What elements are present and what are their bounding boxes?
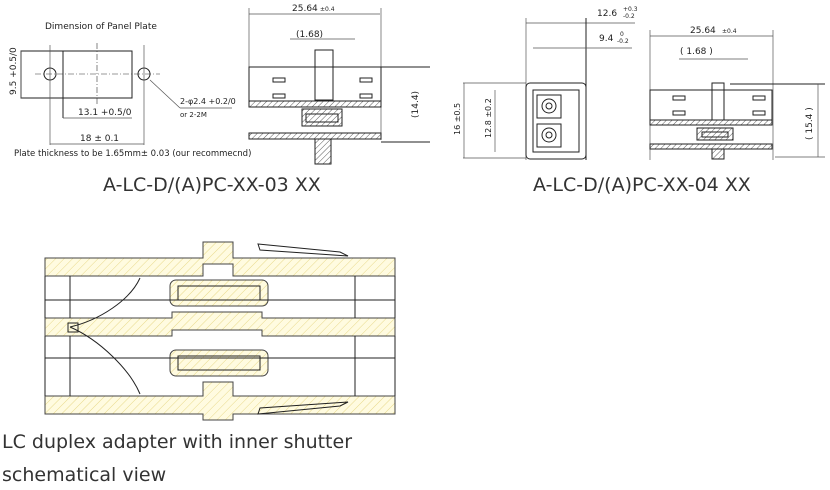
panel-plate-drawing: Dimension of Panel Plate 9.5 +0.5/0 13.1… (9, 22, 251, 159)
length-tol: ±0.4 (722, 28, 737, 35)
schematic-caption-line1: LC duplex adapter with inner shutter (2, 431, 353, 453)
width-outer-tol-plus: +0.3 (623, 6, 638, 13)
adapter-04-front-view: 12.6 +0.3 -0.2 9.4 0 -0.2 16 ±0.5 12.8 ±… (453, 6, 638, 160)
shoulder-dim: ( 1.68 ) (680, 47, 713, 57)
plate-thickness-note: Plate thickness to be 1.65mm± 0.03 (our … (14, 149, 251, 159)
height-dim: ( 15.4 ) (805, 107, 815, 140)
width-outer-dim: 12.6 (597, 9, 617, 19)
adapter-03-side-view: 25.64 ±0.4 (1.68) (14.4) (248, 4, 430, 165)
plate-outer-width-dim: 18 ± 0.1 (80, 134, 119, 144)
schematic-caption-line2: schematical view (2, 464, 167, 486)
height-inner-dim: 12.8 ±0.2 (484, 98, 493, 138)
panel-plate-title: Dimension of Panel Plate (45, 22, 157, 32)
shutter-schematic (44, 241, 396, 421)
hole-note-alt: or 2-2M (180, 111, 207, 119)
adapter-04-side-view: 25.64 ±0.4 ( 1.68 ) ( 15.4 ) (649, 26, 825, 160)
length-dim: 25.64 (292, 4, 318, 14)
height-outer-dim: 16 ±0.5 (453, 103, 462, 135)
shoulder-dim: (1.68) (296, 30, 323, 40)
width-inner-tol-plus: 0 (620, 31, 624, 38)
plate-inner-width-dim: 13.1 +0.5/0 (78, 108, 132, 118)
length-dim: 25.64 (690, 26, 716, 36)
caption-03: A-LC-D/(A)PC-XX-03 XX (103, 174, 321, 196)
height-dim: (14.4) (411, 91, 421, 118)
width-inner-dim: 9.4 (599, 34, 614, 44)
caption-04: A-LC-D/(A)PC-XX-04 XX (533, 174, 751, 196)
width-outer-tol-minus: -0.2 (623, 13, 635, 20)
length-tol: ±0.4 (320, 6, 335, 13)
plate-height-dim: 9.5 +0.5/0 (9, 47, 19, 95)
hole-note: 2-φ2.4 +0.2/0 (180, 97, 236, 106)
width-inner-tol-minus: -0.2 (617, 38, 629, 45)
